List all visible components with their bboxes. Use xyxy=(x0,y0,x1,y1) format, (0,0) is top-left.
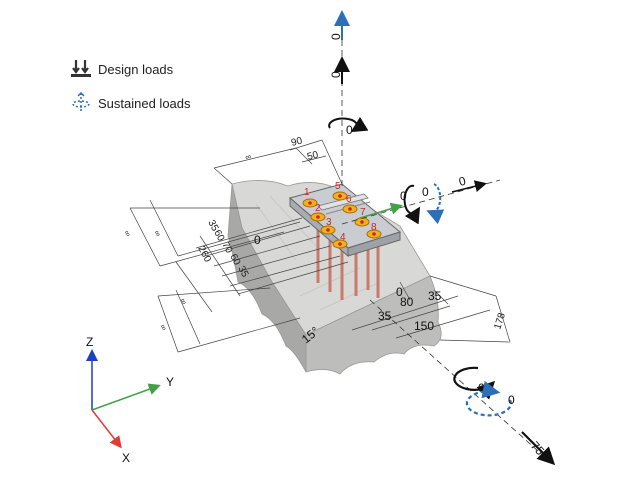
dim-70: 70 xyxy=(219,240,234,255)
anchor-number: 6 xyxy=(346,194,352,205)
load-axis-x: 0 0 75 xyxy=(369,299,556,466)
axis-z-label: Z xyxy=(86,335,93,349)
dim-inf-left-2: ∞ xyxy=(152,229,163,239)
moment-x-sustained-icon xyxy=(465,380,512,417)
concrete-left-face xyxy=(227,183,307,373)
dim-80: 80 xyxy=(400,295,414,309)
dimension-labels: ∞ 90 50 ∞ ∞ ∞ ∞ 35 60 70 60 35 260 0 0 3… xyxy=(122,135,508,346)
moment-x-sustained-value: 0 xyxy=(508,393,515,407)
shear-y-value: 0 xyxy=(457,174,467,189)
anchor-number: 2 xyxy=(315,203,321,214)
legend-design-loads-label: Design loads xyxy=(98,61,174,77)
concrete-front-face xyxy=(305,275,442,375)
anchor-number: 8 xyxy=(371,222,377,233)
legend-design-loads: Design loads xyxy=(70,58,173,80)
dimension-lines xyxy=(129,139,511,353)
dim-90: 90 xyxy=(290,135,304,148)
coordinate-axes: Z Y X xyxy=(86,335,174,465)
design-loads-icon xyxy=(70,58,92,80)
sustained-loads-icon xyxy=(70,91,92,114)
dim-50: 50 xyxy=(306,149,320,162)
steel-profile xyxy=(317,193,369,211)
moment-z-value: 0 xyxy=(346,123,353,137)
moment-x-design-icon xyxy=(453,366,496,400)
dim-zero-right: 0 xyxy=(396,285,403,299)
moment-y-design-icon xyxy=(403,184,421,225)
legend-sustained-loads-label: Sustained loads xyxy=(98,95,191,111)
dim-inf-left-4: ∞ xyxy=(158,323,169,333)
dim-inf-top: ∞ xyxy=(244,152,252,162)
axis-y-label: Y xyxy=(166,375,174,389)
load-axis-y: 0 0 0 xyxy=(341,174,501,225)
design-axial-load: 0 xyxy=(329,71,343,78)
moment-z-icon xyxy=(328,116,369,133)
anchor-number: 4 xyxy=(340,232,346,243)
moment-y-sustained-value: 0 xyxy=(422,185,429,199)
dim-35-b: 35 xyxy=(235,264,250,279)
moment-y-sustained-icon xyxy=(426,183,445,225)
dim-35-a: 35 xyxy=(205,218,220,233)
dim-35-c: 35 xyxy=(378,309,392,323)
load-axis-vertical: 0 0 0 xyxy=(328,10,369,186)
dim-zero-mid: 0 xyxy=(254,233,261,247)
moment-y-design-value: 0 xyxy=(400,189,407,203)
dim-60-b: 60 xyxy=(227,252,242,267)
legend-sustained-loads: Sustained loads xyxy=(70,91,191,114)
anchor-number: 3 xyxy=(326,217,332,228)
anchor-numbers: 1 2 3 4 5 6 7 8 xyxy=(304,181,377,243)
dim-178: 178 xyxy=(492,311,508,331)
anchor-number: 7 xyxy=(360,207,366,218)
dim-35-d: 35 xyxy=(428,289,442,303)
dim-inf-left-1: ∞ xyxy=(122,229,133,239)
dim-150: 150 xyxy=(414,319,434,333)
dim-inf-left-3: ∞ xyxy=(178,297,189,307)
anchor-heads xyxy=(302,191,382,249)
anchor-number: 5 xyxy=(335,181,341,192)
sustained-axial-load: 0 xyxy=(329,33,343,40)
anchor-number: 1 xyxy=(304,187,310,198)
axis-x-label: X xyxy=(122,451,130,465)
dim-60-a: 60 xyxy=(211,228,226,243)
